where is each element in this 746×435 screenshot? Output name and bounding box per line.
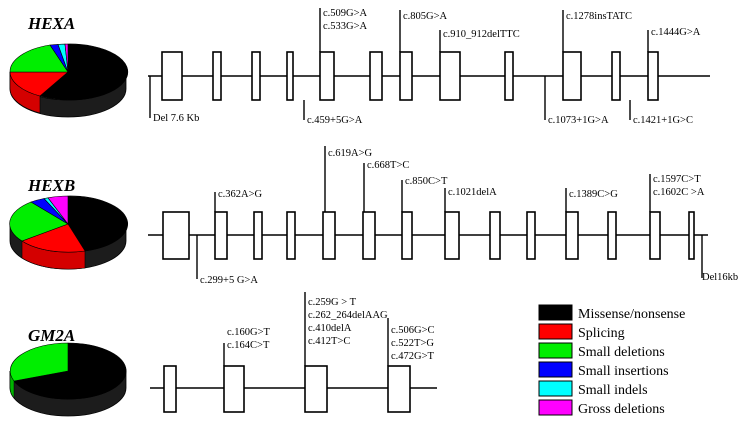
gene-track-gm2a bbox=[150, 365, 437, 413]
mutation-labels-gm2a: c.160G>T c.164C>T c.259G > T c.262_264de… bbox=[227, 297, 435, 362]
exon-box bbox=[688, 211, 695, 260]
gene-track-hexb bbox=[148, 211, 708, 260]
mutation-label: c.1597C>T bbox=[653, 174, 701, 185]
exon-box bbox=[489, 211, 501, 260]
mutation-label: c.412T>C bbox=[308, 336, 350, 347]
legend-label: Gross deletions bbox=[578, 402, 665, 417]
pie-slice-missense-hexa bbox=[39, 43, 129, 101]
mutation-label: c.410delA bbox=[308, 323, 352, 334]
exon-box bbox=[401, 211, 413, 260]
legend-swatch-small-indels bbox=[538, 380, 573, 397]
exon-box bbox=[319, 51, 335, 101]
pie-slice-splicing-hexb bbox=[21, 223, 86, 253]
mutation-label: c.509G>A bbox=[323, 8, 368, 19]
pie-slice-small-deletions-hexa bbox=[9, 44, 69, 73]
mutation-markers-gm2a bbox=[223, 292, 389, 366]
mutation-label: Del16kb bbox=[702, 272, 738, 283]
gene-title-hexb: HEXB bbox=[27, 176, 75, 195]
gene-track-hexa bbox=[148, 51, 710, 101]
exon-box bbox=[649, 211, 661, 260]
pie-slice-missense-gm2a bbox=[13, 342, 127, 400]
exon-box bbox=[369, 51, 383, 101]
mutation-label: c.259G > T bbox=[308, 297, 357, 308]
exon-box bbox=[286, 211, 296, 260]
mutation-label: c.1421+1G>C bbox=[633, 115, 693, 126]
mutation-label: c.910_912delTTC bbox=[443, 29, 520, 40]
mutation-markers-hexb bbox=[196, 146, 703, 279]
mutation-label: c.668T>C bbox=[367, 160, 409, 171]
mutation-label: c.299+5 G>A bbox=[200, 275, 258, 286]
exon-box bbox=[565, 211, 579, 260]
exon-box bbox=[161, 51, 183, 101]
mutation-label: c.1278insTATC bbox=[566, 11, 632, 22]
mutation-label: c.1602C >A bbox=[653, 187, 705, 198]
mutation-label: c.1021delA bbox=[448, 187, 497, 198]
legend-label: Splicing bbox=[578, 326, 625, 341]
mutation-labels-hexa: c.509G>A c.533G>A c.805G>A c.910_912delT… bbox=[153, 8, 701, 126]
legend-swatch-missense bbox=[538, 304, 573, 321]
exon-box bbox=[286, 51, 294, 101]
mutation-label: c.362A>G bbox=[218, 189, 263, 200]
mutation-label: c.805G>A bbox=[403, 11, 448, 22]
pie-slice-missense-hexb bbox=[67, 195, 129, 252]
exon-box bbox=[253, 211, 263, 260]
gene-title-gm2a: GM2A bbox=[28, 326, 75, 345]
legend: Missense/nonsense Splicing Small deletio… bbox=[538, 304, 685, 417]
legend-label: Missense/nonsense bbox=[578, 307, 685, 322]
mutation-label: c.459+5G>A bbox=[307, 115, 363, 126]
exon-box bbox=[214, 211, 228, 260]
mutation-label: c.262_264delAAG bbox=[308, 310, 388, 321]
mutation-label: c.160G>T bbox=[227, 327, 271, 338]
mutation-label: c.619A>G bbox=[328, 148, 373, 159]
exon-box bbox=[163, 365, 177, 413]
mutation-label: c.522T>G bbox=[391, 338, 434, 349]
legend-swatch-gross-deletions bbox=[538, 399, 573, 416]
mutation-label: c.472G>T bbox=[391, 351, 435, 362]
exon-box bbox=[562, 51, 582, 101]
exon-box bbox=[611, 51, 621, 101]
legend-label: Small insertions bbox=[578, 364, 669, 379]
exon-box bbox=[399, 51, 413, 101]
pie-chart-gm2a bbox=[9, 342, 127, 417]
legend-swatch-splicing bbox=[538, 323, 573, 340]
legend-swatch-small-insertions bbox=[538, 361, 573, 378]
pie-chart-hexb bbox=[9, 195, 129, 270]
exon-box bbox=[162, 211, 190, 260]
exon-box bbox=[444, 211, 460, 260]
exon-box bbox=[607, 211, 617, 260]
pie-slice-gross-deletions-hexa bbox=[64, 43, 69, 73]
legend-swatch-small-deletions bbox=[538, 342, 573, 359]
exon-box bbox=[647, 51, 659, 101]
mutation-label: c.1073+1G>A bbox=[548, 115, 609, 126]
exon-box bbox=[251, 51, 261, 101]
mutation-label: Del 7.6 Kb bbox=[153, 113, 199, 124]
gene-title-hexa: HEXA bbox=[27, 14, 75, 33]
exon-box bbox=[223, 365, 245, 413]
mutation-labels-hexb: c.362A>G c.619A>G c.668T>C c.850C>T c.10… bbox=[200, 148, 738, 286]
mutation-label: c.164C>T bbox=[227, 340, 270, 351]
mutation-label: c.533G>A bbox=[323, 21, 368, 32]
pie-chart-hexa bbox=[9, 43, 129, 118]
legend-label: Small deletions bbox=[578, 345, 665, 360]
pie-slice-small-deletions-hexb bbox=[9, 201, 69, 242]
mutation-label: c.850C>T bbox=[405, 176, 448, 187]
exon-box bbox=[526, 211, 536, 260]
pie-slice-splicing-hexa bbox=[9, 71, 69, 97]
mutation-label: c.1444G>A bbox=[651, 27, 701, 38]
exon-box bbox=[504, 51, 514, 101]
exon-box bbox=[304, 365, 328, 413]
exon-box bbox=[362, 211, 376, 260]
exon-box bbox=[212, 51, 222, 101]
pie-slice-gross-deletions-hexb bbox=[47, 195, 69, 225]
mutation-label: c.506G>C bbox=[391, 325, 435, 336]
exon-box bbox=[387, 365, 411, 413]
pie-side-small-deletions-gm2a bbox=[9, 370, 15, 399]
mutation-label: c.1389C>G bbox=[569, 189, 618, 200]
exon-box bbox=[439, 51, 461, 101]
legend-label: Small indels bbox=[578, 383, 648, 398]
exon-box bbox=[322, 211, 336, 260]
mutation-markers-hexa bbox=[149, 8, 649, 120]
